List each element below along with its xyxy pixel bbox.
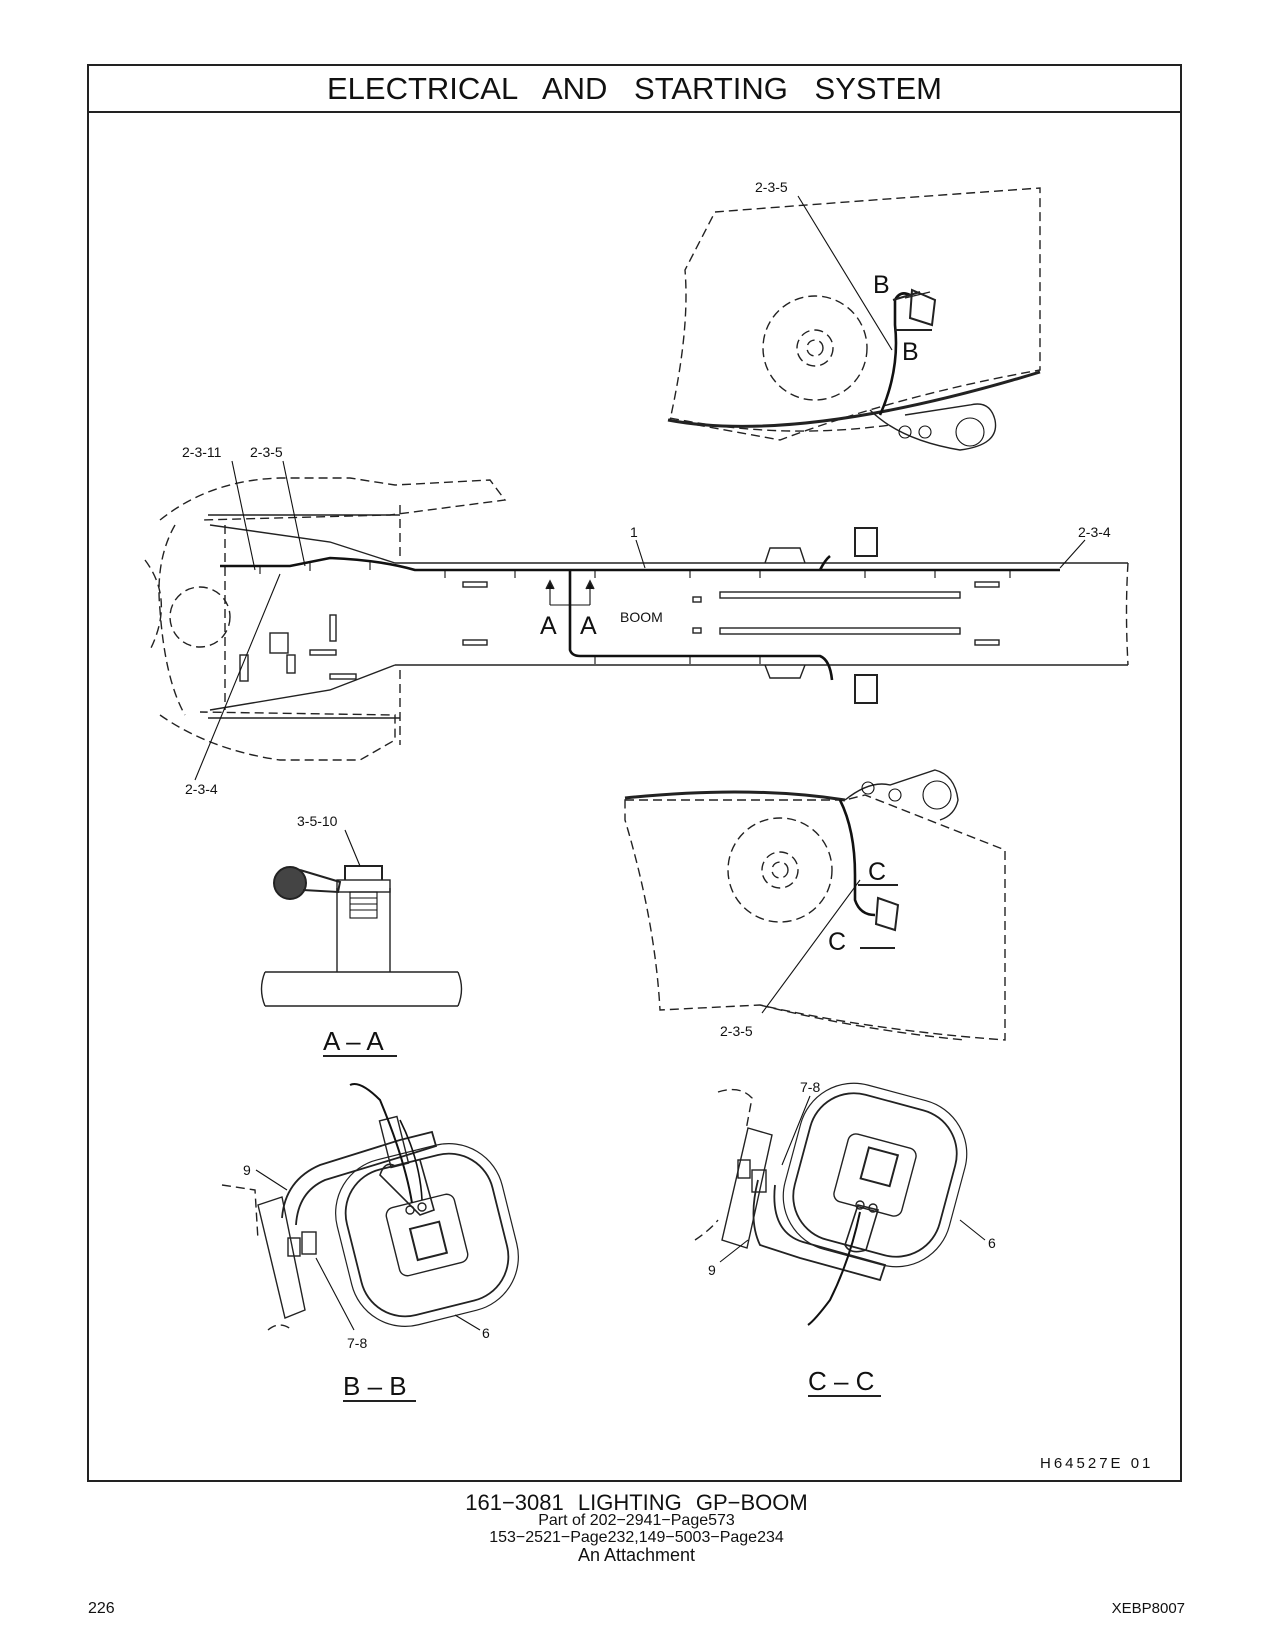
section-aa-view: 3-5-10 A – A bbox=[260, 813, 463, 1057]
callout-label: 2-3-11 bbox=[182, 444, 222, 460]
leader-line bbox=[454, 1314, 481, 1331]
section-bb-view: 9 7-8 6 B – B bbox=[221, 1083, 519, 1402]
caption-line: 153−2521−Page232,149−5003−Page234 bbox=[489, 1529, 784, 1546]
item-1-label: 1 bbox=[630, 524, 638, 540]
item-7-8-label: 7-8 bbox=[800, 1079, 820, 1095]
boom-label: BOOM bbox=[620, 609, 663, 625]
leader-line bbox=[635, 539, 646, 569]
page-number: 226 bbox=[88, 1600, 115, 1617]
document-id: XEBP8007 bbox=[1111, 1600, 1185, 1617]
section-a-marker-right: A bbox=[580, 612, 597, 640]
leader-line bbox=[282, 460, 306, 567]
illustration-code: H64527E 01 bbox=[1040, 1455, 1154, 1472]
callout-label: 2-3-5 bbox=[720, 1023, 753, 1039]
callout-label: 2-3-5 bbox=[755, 179, 788, 195]
section-aa-title: A – A bbox=[323, 1026, 384, 1056]
caption-line: Part of 202−2941−Page573 bbox=[538, 1512, 735, 1529]
page-title: ELECTRICAL AND STARTING SYSTEM bbox=[89, 66, 1180, 113]
leader-line bbox=[781, 1095, 811, 1166]
callout-label: 2-3-5 bbox=[250, 444, 283, 460]
drawing-frame: ELECTRICAL AND STARTING SYSTEM bbox=[87, 64, 1182, 1482]
item-6-label: 6 bbox=[482, 1325, 490, 1341]
lower-detail-view: C C 2-3-5 bbox=[624, 769, 1006, 1041]
caption-line: An Attachment bbox=[577, 1545, 696, 1565]
item-9-label: 9 bbox=[243, 1162, 251, 1178]
section-c-marker-top: C bbox=[868, 858, 886, 886]
caption-title: 161−3081 LIGHTING GP−BOOM bbox=[465, 1490, 808, 1515]
callout-label: 3-5-10 bbox=[297, 813, 338, 829]
section-b-marker-bottom: B bbox=[902, 338, 919, 366]
callout-label: 2-3-4 bbox=[185, 781, 218, 797]
section-cc-title: C – C bbox=[808, 1366, 874, 1396]
leader-line bbox=[231, 460, 256, 571]
section-b-marker-top: B bbox=[873, 271, 890, 299]
leader-line bbox=[797, 195, 893, 351]
leader-line bbox=[719, 1239, 749, 1263]
item-6-label: 6 bbox=[988, 1235, 996, 1251]
item-9-label: 9 bbox=[708, 1262, 716, 1278]
upper-detail-view: B B 2-3-5 bbox=[667, 179, 1041, 451]
leader-line bbox=[255, 1169, 288, 1191]
leader-line bbox=[1059, 539, 1086, 569]
leader-line bbox=[344, 829, 361, 867]
item-7-8-label: 7-8 bbox=[347, 1335, 367, 1351]
leader-line bbox=[959, 1219, 986, 1241]
boom-plan-view: A A BOOM 2-3-11 2-3-5 1 2-3-4 2-3-4 bbox=[144, 444, 1129, 797]
section-c-marker-bottom: C bbox=[828, 928, 846, 956]
leader-line bbox=[761, 879, 861, 1014]
leader-line bbox=[315, 1257, 355, 1331]
callout-label: 2-3-4 bbox=[1078, 524, 1111, 540]
section-a-marker-left: A bbox=[540, 612, 557, 640]
leader-line bbox=[194, 573, 281, 781]
section-cc-view: 7-8 6 9 C – C bbox=[694, 1079, 996, 1397]
section-bb-title: B – B bbox=[343, 1371, 407, 1401]
